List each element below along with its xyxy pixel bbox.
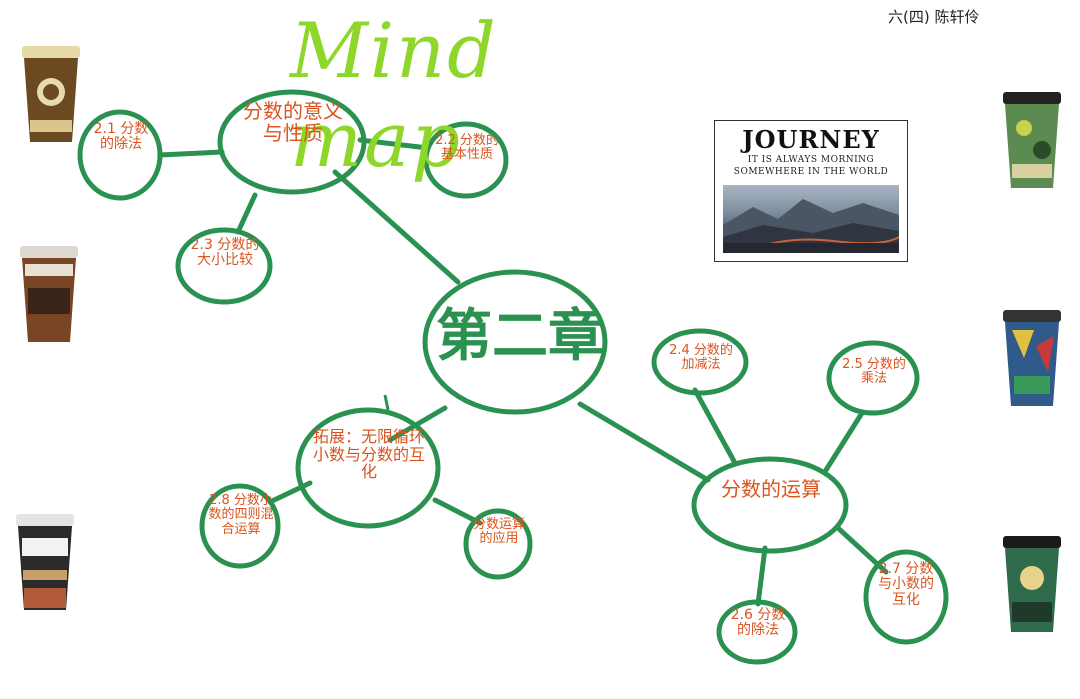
coffee-cup-icon — [1003, 92, 1061, 188]
node-operations-outline — [691, 456, 849, 554]
node-extension: 拓展：无限循环小数与分数的互化 — [312, 427, 425, 482]
node-2-6: 2.6 分数的除法 — [730, 607, 786, 639]
node-2-7: 2.7 分数与小数的互化 — [878, 561, 934, 608]
coffee-cup-icon — [22, 46, 80, 142]
node-meaning-outline — [217, 89, 367, 195]
node-2-3-outline — [175, 227, 273, 305]
poster-line-1: IT IS ALWAYS MORNING — [747, 155, 875, 165]
node-2-8-outline — [199, 483, 281, 569]
author-signature: 六(四) 陈轩伶 — [888, 8, 980, 26]
node-meaning: 分数的意义与性质 — [243, 99, 343, 145]
poster-line-2: SOMEWHERE IN THE WORLD — [733, 167, 889, 177]
connector — [332, 169, 461, 285]
connector — [692, 387, 738, 466]
connector — [755, 545, 768, 607]
center-node: 第二章 — [436, 304, 604, 369]
stray-mark — [383, 394, 390, 411]
node-extension-outline — [295, 407, 441, 529]
connector — [823, 410, 865, 473]
center-node-outline — [422, 269, 608, 415]
node-application-outline — [463, 508, 533, 580]
node-application: 分数运算的应用 — [472, 517, 525, 547]
coffee-cup-icon — [20, 246, 78, 342]
node-2-5-outline — [826, 340, 920, 416]
node-2-3: 2.3 分数的大小比较 — [190, 237, 260, 269]
node-2-7-outline — [863, 549, 949, 645]
node-2-5: 2.5 分数的乘法 — [842, 357, 906, 387]
connector — [432, 497, 483, 526]
node-2-8: 2.8 分数小数的四则混合运算 — [208, 493, 274, 537]
page-title: Mind map — [290, 6, 498, 184]
connector — [235, 192, 258, 235]
journey-poster: JOURNEY IT IS ALWAYS MORNING SOMEWHERE I… — [714, 120, 908, 262]
poster-heading: JOURNEY — [742, 125, 880, 154]
coffee-cup-icon — [16, 514, 74, 610]
node-2-1: 2.1 分数的除法 — [93, 121, 149, 153]
node-2-2-outline — [423, 121, 509, 199]
coffee-cup-icon — [1003, 310, 1061, 406]
node-2-4-outline — [651, 328, 749, 396]
node-2-1-outline — [77, 109, 163, 201]
landscape-photo — [723, 185, 899, 253]
node-2-6-outline — [716, 599, 798, 665]
node-2-4: 2.4 分数的加减法 — [669, 343, 733, 373]
connector — [357, 137, 431, 151]
node-operations: 分数的运算 — [721, 477, 821, 501]
coffee-cup-icon — [1003, 536, 1061, 632]
node-2-2: 2.2 分数的基本性质 — [435, 133, 499, 163]
connector — [577, 401, 711, 483]
connector — [157, 149, 225, 158]
